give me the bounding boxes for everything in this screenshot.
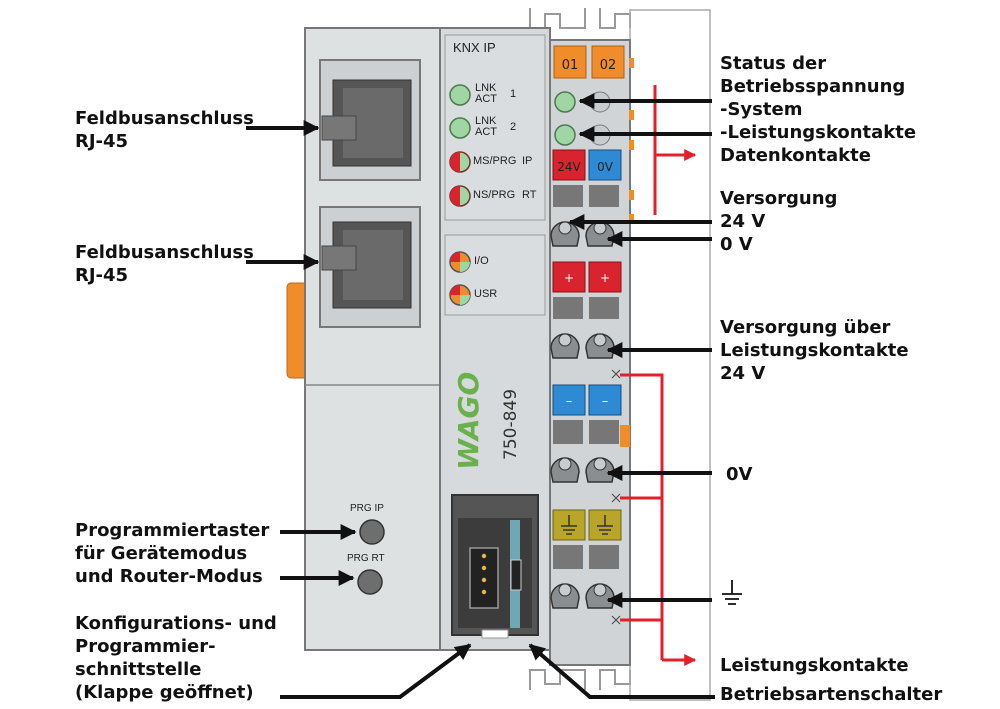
- prg-ip-button[interactable]: [359, 519, 385, 545]
- svg-text:WAGO: WAGO: [452, 372, 485, 470]
- clamp-levers: [550, 221, 615, 609]
- led-ms-prg-num: IP: [522, 155, 533, 167]
- status-led-02-label: 02: [600, 58, 617, 73]
- status-led-01-label: 01: [562, 58, 579, 73]
- label-status: Status der Betriebsspannung -System -Lei…: [720, 53, 917, 143]
- prg-rt-label: PRG RT: [347, 553, 385, 564]
- tag-0v: [588, 149, 622, 181]
- clamp-lever-3-1[interactable]: [585, 583, 615, 609]
- led-ns-prg-num: RT: [522, 189, 537, 201]
- label-konfig: Konfigurations- und Programmier- schnitt…: [75, 613, 277, 703]
- tag-plus-2: [588, 261, 622, 293]
- clamp-lever-2-0[interactable]: [550, 457, 580, 483]
- clamp-lever-3-0[interactable]: [550, 583, 580, 609]
- config-interface[interactable]: [451, 494, 539, 639]
- status-power-contacts-led: [554, 124, 576, 146]
- label-programmiertaster: Programmiertaster für Gerätemodus und Ro…: [75, 520, 270, 587]
- led-lnk-act-1-num: 1: [510, 88, 517, 100]
- rj45-port-1[interactable]: [319, 59, 421, 181]
- tag-plus-1: [552, 261, 586, 293]
- label-feldbus-2: Feldbusanschluss RJ-45: [75, 242, 254, 286]
- prg-ip-label: PRG IP: [350, 503, 384, 514]
- tag-minus-1-label: –: [566, 394, 573, 409]
- rj45-port-2[interactable]: [319, 206, 421, 328]
- tag-0v-label: 0V: [597, 160, 614, 174]
- led-lnk-act-1: [449, 84, 471, 106]
- device-header: KNX IP: [453, 40, 496, 55]
- wago-logo: WAGO: [452, 372, 485, 470]
- led-io: [449, 251, 471, 273]
- ground-icon: [722, 580, 742, 605]
- contact-x-marks: [611, 369, 621, 625]
- tag-ground-1: [552, 509, 586, 541]
- led-ns-prg-label: NS/PRG: [473, 189, 516, 201]
- clamp-lever-1-1[interactable]: [585, 333, 615, 359]
- led-ms-prg: [449, 151, 471, 173]
- label-versorgung-24: Versorgung 24 V 0 V: [720, 188, 838, 255]
- led-usr-label: USR: [474, 288, 498, 300]
- model-number: 750-849: [501, 389, 521, 460]
- led-lnk-act-2-label: LNK ACT: [475, 115, 497, 138]
- led-lnk-act-1-label: LNK ACT: [475, 82, 497, 105]
- svg-text:750-849: 750-849: [501, 389, 521, 460]
- tag-minus-2-label: –: [602, 394, 609, 409]
- tag-24v: [552, 149, 586, 181]
- tag-minus-2: [588, 384, 622, 416]
- callout-arrows-left: [246, 120, 715, 699]
- clamp-lever-0-0[interactable]: [550, 221, 580, 247]
- label-leistungskontakte: Leistungskontakte: [720, 655, 909, 676]
- led-usr: [449, 284, 471, 306]
- label-versorgung-lk: Versorgung über Leistungskontakte 24 V: [720, 317, 909, 384]
- status-led-01: [553, 45, 587, 79]
- status-led-02: [591, 45, 625, 79]
- led-ns-prg: [449, 185, 471, 207]
- status-system-led: [554, 91, 576, 113]
- led-lnk-act-2: [449, 117, 471, 139]
- clamp-lever-1-0[interactable]: [550, 333, 580, 359]
- led-ms-prg-label: MS/PRG: [473, 155, 517, 167]
- red-contact-lines: [620, 85, 697, 666]
- tag-plus-1-label: +: [564, 271, 574, 285]
- tag-minus-1: [552, 384, 586, 416]
- label-feldbus-1: Feldbusanschluss RJ-45: [75, 108, 254, 152]
- label-0v: 0V: [726, 464, 753, 485]
- callout-arrows-right: [568, 93, 712, 608]
- prg-rt-button[interactable]: [357, 569, 383, 595]
- led-io-label: I/O: [474, 255, 489, 267]
- mode-switch[interactable]: [510, 559, 522, 591]
- tag-ground-2: [588, 509, 622, 541]
- label-betriebsartenschalter: Betriebsartenschalter: [720, 684, 943, 705]
- label-datenkontakte: Datenkontakte: [720, 145, 871, 166]
- tag-plus-2-label: +: [600, 271, 610, 285]
- terminal-side-outline: [629, 9, 711, 701]
- clamp-lever-2-1[interactable]: [585, 457, 615, 483]
- power-contact-marks: [620, 58, 634, 447]
- led-lnk-act-2-num: 2: [510, 121, 517, 133]
- clamp-lever-0-1[interactable]: [585, 221, 615, 247]
- tag-24v-label: 24V: [557, 160, 581, 174]
